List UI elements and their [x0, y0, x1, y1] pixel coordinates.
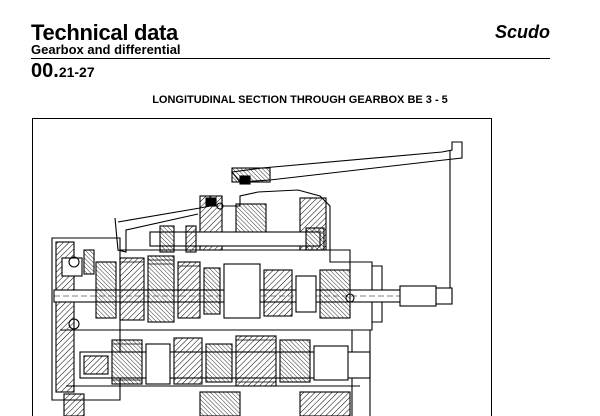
figure-caption: LONGITUDINAL SECTION THROUGH GEARBOX BE … — [152, 94, 448, 106]
header-rule — [31, 58, 550, 59]
section-code: 00.21-27 — [31, 60, 95, 83]
brand-label: Scudo — [494, 22, 550, 42]
section-code-sub: 21-27 — [58, 64, 95, 80]
page-title: Technical data — [31, 20, 178, 45]
section-code-main: 00. — [31, 60, 59, 82]
page-subtitle: Gearbox and differential — [31, 42, 181, 57]
figure-frame — [32, 118, 492, 416]
